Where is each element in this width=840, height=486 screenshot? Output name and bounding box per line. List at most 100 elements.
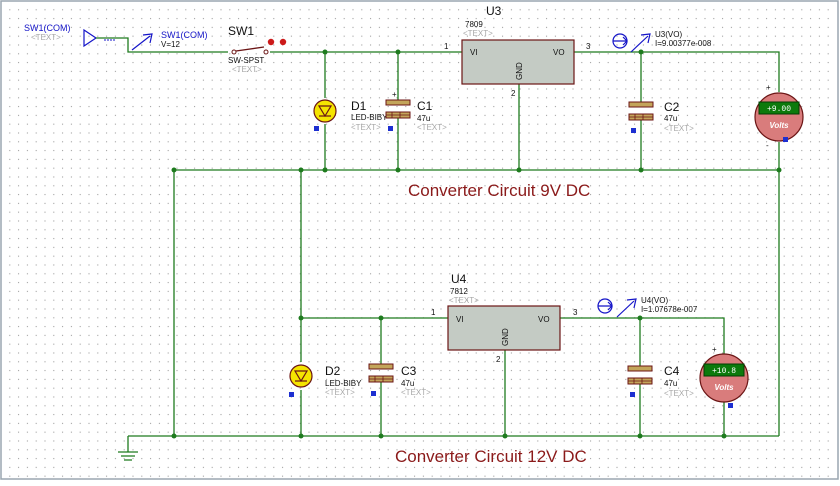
- pin-marker: [630, 392, 635, 397]
- switch-type: SW-SPST: [228, 56, 264, 65]
- voltmeter-1-display: [758, 101, 800, 115]
- junction-dot: [378, 315, 384, 321]
- capacitor-c2[interactable]: C2 47u <TEXT>: [628, 100, 694, 133]
- junction-dot: [378, 433, 384, 439]
- u4-pin3-number: 3: [573, 308, 578, 317]
- c2-value: 47u: [664, 114, 677, 123]
- u4-placeholder: <TEXT>: [449, 296, 479, 305]
- regulator-u4[interactable]: U4 7812 <TEXT> VI VO GND 1 3 2: [431, 272, 578, 364]
- voltmeter-2-body: [699, 353, 749, 403]
- c3-placeholder: <TEXT>: [401, 388, 431, 397]
- voltmeter-2-minus: -: [712, 403, 715, 412]
- junction-dot: [395, 167, 401, 173]
- cap-plate: [368, 363, 394, 370]
- stage-9v-title: Converter Circuit 9V DC: [408, 181, 590, 200]
- led-d1[interactable]: D1 LED-BIBY <TEXT>: [313, 99, 388, 132]
- wires: [118, 37, 780, 452]
- cap-plate: [385, 99, 411, 106]
- cap-plate: [627, 365, 653, 372]
- u4-probe-label: U4(VO): [641, 296, 668, 305]
- u3-body[interactable]: [461, 39, 575, 85]
- capacitor-c3[interactable]: C3 47u <TEXT>: [368, 363, 431, 397]
- generator-value: V=12: [161, 40, 180, 49]
- switch-button-icon[interactable]: [279, 38, 287, 46]
- pin-marker: [388, 126, 393, 131]
- u3-placeholder: <TEXT>: [463, 29, 493, 38]
- u4-body[interactable]: [447, 305, 561, 351]
- pin-marker: [728, 403, 733, 408]
- probe-stem: [630, 35, 649, 53]
- regulator-u3[interactable]: U3 7809 <TEXT> VI VO GND 1 3 2: [444, 4, 591, 98]
- pin-marker: [314, 126, 319, 131]
- u3-pin-vi: VI: [470, 48, 478, 57]
- capacitor-c1[interactable]: + C1 47u <TEXT>: [385, 90, 447, 132]
- probe-arrow-icon: [598, 301, 613, 311]
- junction-dot: [298, 433, 304, 439]
- u3-probe-reading: I=9.00377e-008: [655, 39, 712, 48]
- c4-value: 47u: [664, 379, 677, 388]
- cap-hatch: [386, 112, 410, 118]
- led-d1-icon: [313, 99, 337, 123]
- current-probe-u4[interactable]: U4(VO) I=1.07678e-007: [597, 296, 698, 318]
- voltmeter-1-body: [754, 92, 804, 142]
- led-d2-icon: [289, 364, 313, 388]
- pin-marker: [289, 392, 294, 397]
- dot-grid: [2, 2, 836, 479]
- probe-stem: [616, 300, 635, 318]
- voltmeter-2-reading: +10.8: [712, 367, 736, 376]
- u3-probe-label: U3(VO): [655, 30, 682, 39]
- junction-dot: [637, 315, 643, 321]
- probe-tip-icon: [626, 298, 637, 309]
- u3-pin3-number: 3: [586, 42, 591, 51]
- junction-dot: [322, 49, 328, 55]
- current-probe-u3[interactable]: U3(VO) I=9.00377e-008: [612, 30, 712, 53]
- junction-dot: [637, 433, 643, 439]
- junction-dot: [502, 433, 508, 439]
- pin-marker: [631, 128, 636, 133]
- u3-pin-vo: VO: [553, 48, 565, 57]
- u4-pin-vi: VI: [456, 315, 464, 324]
- diode-triangle-icon: [293, 370, 309, 383]
- stage-12v-title: Converter Circuit 12V DC: [395, 447, 587, 466]
- switch-sw1[interactable]: SW1 SW-SPST <TEXT>: [228, 24, 287, 74]
- generator-probe[interactable]: SW1(COM) V=12: [131, 30, 208, 51]
- u3-part: 7809: [465, 20, 483, 29]
- switch-lever: [235, 46, 265, 52]
- junction-dot: [298, 315, 304, 321]
- c2-ref: C2: [664, 100, 680, 114]
- u3-pin1-number: 1: [444, 42, 449, 51]
- junction-dot: [298, 167, 304, 173]
- led-d2[interactable]: D2 LED-BIBY <TEXT>: [289, 364, 362, 397]
- cap-hatch: [628, 378, 652, 384]
- u4-probe-reading: I=1.07678e-007: [641, 305, 698, 314]
- voltmeter-2[interactable]: +10.8 Volts + -: [699, 345, 749, 412]
- c1-ref: C1: [417, 99, 433, 113]
- capacitor-c4[interactable]: C4 47u <TEXT>: [627, 364, 694, 398]
- switch-button-icon[interactable]: [267, 38, 275, 46]
- junctions: [171, 49, 782, 439]
- probe-tip-icon: [640, 33, 651, 44]
- voltmeter-2-unit: Volts: [714, 383, 734, 392]
- cap-plate: [628, 101, 654, 108]
- c3-value: 47u: [401, 379, 414, 388]
- voltmeter-1-minus: -: [766, 141, 769, 150]
- c4-placeholder: <TEXT>: [664, 389, 694, 398]
- diode-triangle-icon: [317, 105, 333, 118]
- switch-ref: SW1: [228, 24, 254, 38]
- voltmeter-1-unit: Volts: [769, 121, 789, 130]
- junction-dot: [516, 167, 522, 173]
- u3-pin-gnd: GND: [515, 62, 524, 80]
- ground-symbol-icon: [118, 451, 138, 461]
- voltmeter-1-reading: +9.00: [767, 105, 791, 114]
- c2-placeholder: <TEXT>: [664, 124, 694, 133]
- c1-value: 47u: [417, 114, 430, 123]
- generator-probe-stem: [131, 35, 151, 51]
- probe-arrow-icon: [613, 36, 628, 46]
- voltmeter-1[interactable]: +9.00 Volts + -: [754, 83, 804, 150]
- pin-marker: [783, 137, 788, 142]
- source-terminal[interactable]: SW1(COM) <TEXT>: [24, 23, 118, 48]
- d1-part: LED-BIBY: [351, 113, 388, 122]
